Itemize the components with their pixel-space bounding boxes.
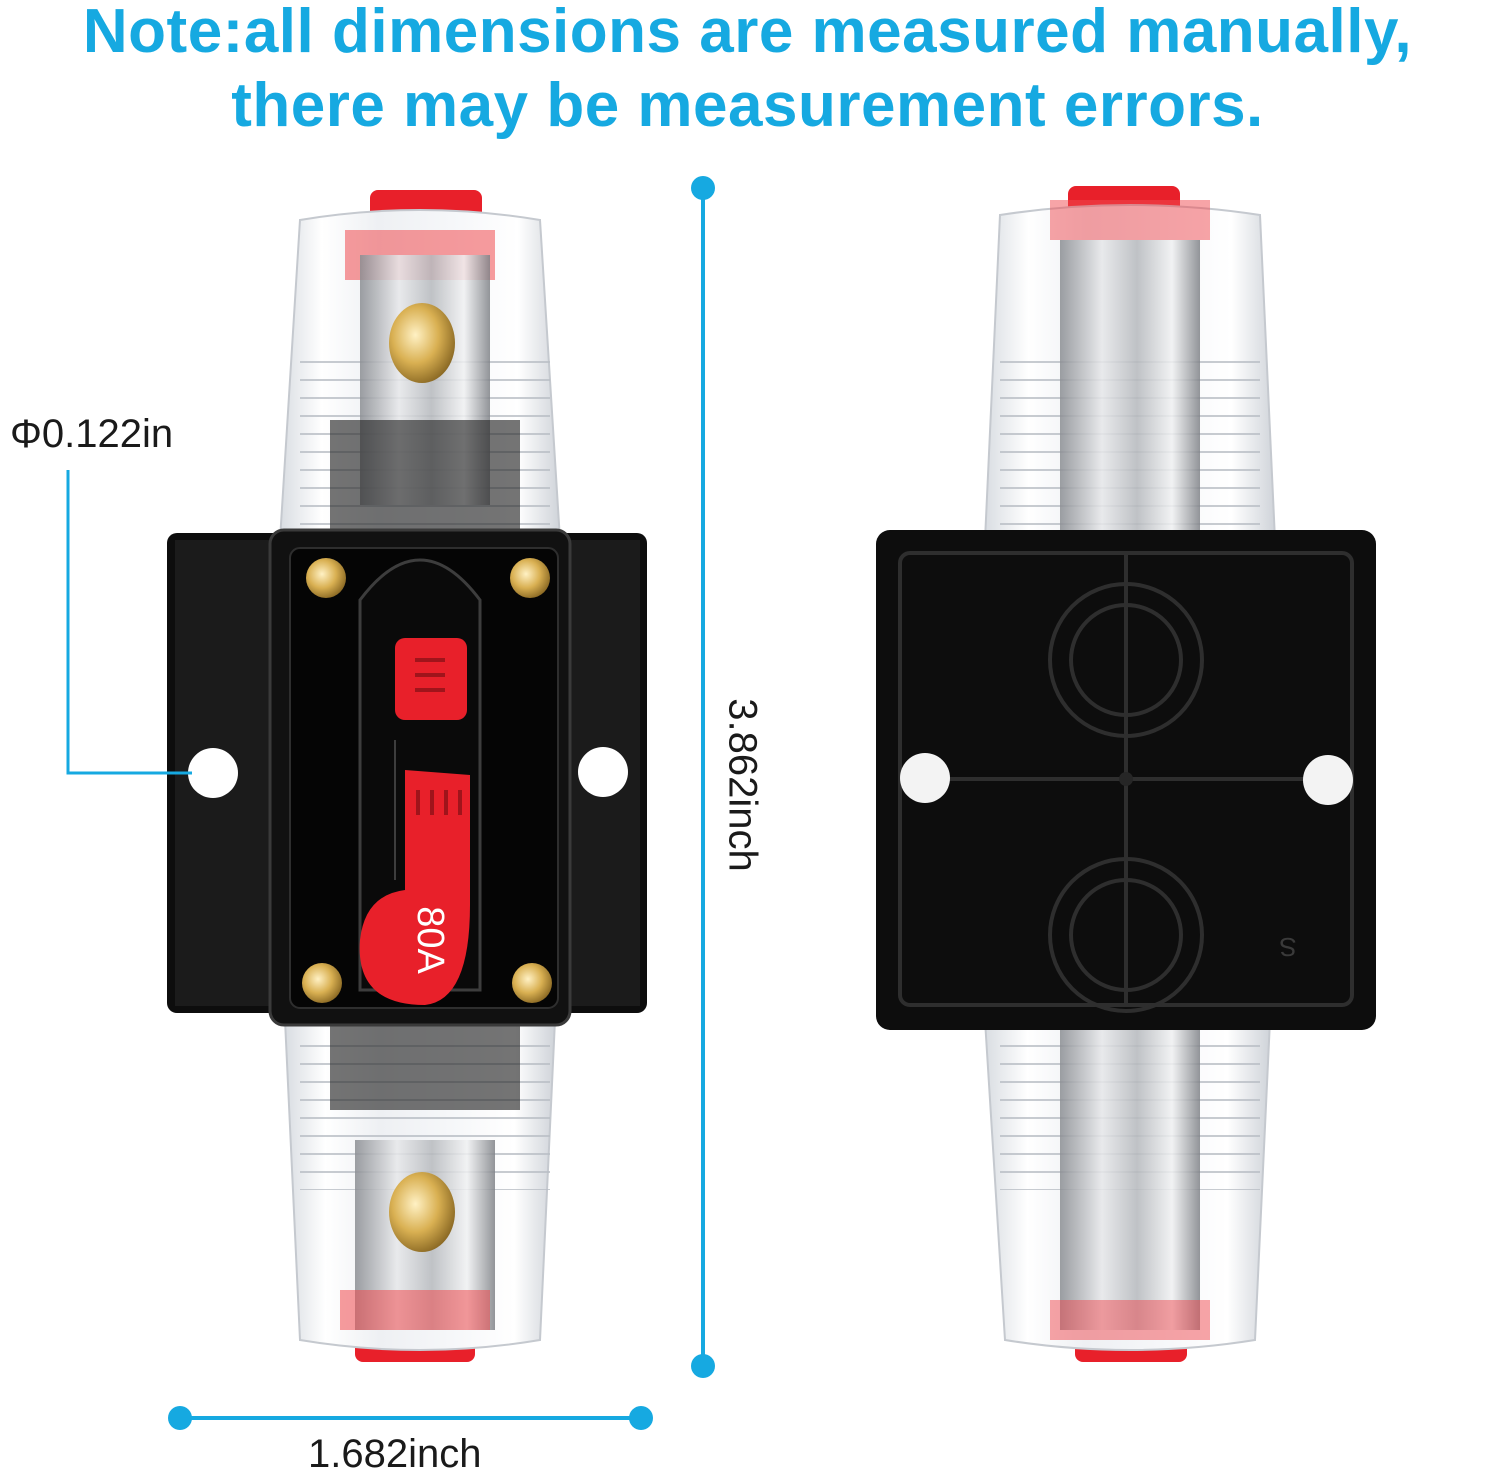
- height-label: 3.862inch: [720, 698, 765, 872]
- mounting-hole-right: [578, 747, 628, 797]
- back-mounting-hole-left: [900, 753, 950, 803]
- breaker-back-view: S: [876, 186, 1376, 1362]
- corner-screw: [306, 558, 346, 598]
- breaker-front-view: 80A: [167, 190, 647, 1362]
- width-dimension-line: [168, 1406, 653, 1430]
- hole-diameter-label: Φ0.122in: [10, 412, 174, 456]
- back-mounting-hole-right: [1303, 755, 1353, 805]
- height-dimension-line: [691, 176, 715, 1378]
- note-line-1: Note:all dimensions are measured manuall…: [82, 0, 1413, 66]
- rating-label: 80A: [409, 906, 451, 974]
- trip-lever: [359, 770, 470, 1005]
- reset-button: [395, 638, 467, 720]
- note-line-2: there may be measurement errors.: [231, 71, 1264, 140]
- back-mold-mark: S: [1279, 932, 1296, 962]
- bottom-terminal-screw: [389, 1172, 455, 1252]
- width-label: 1.682inch: [308, 1432, 482, 1476]
- mounting-hole-left: [188, 748, 238, 798]
- top-terminal-screw: [389, 303, 455, 383]
- corner-screw: [512, 963, 552, 1003]
- corner-screw: [302, 963, 342, 1003]
- corner-screw: [510, 558, 550, 598]
- diameter-leader-line: [66, 470, 192, 775]
